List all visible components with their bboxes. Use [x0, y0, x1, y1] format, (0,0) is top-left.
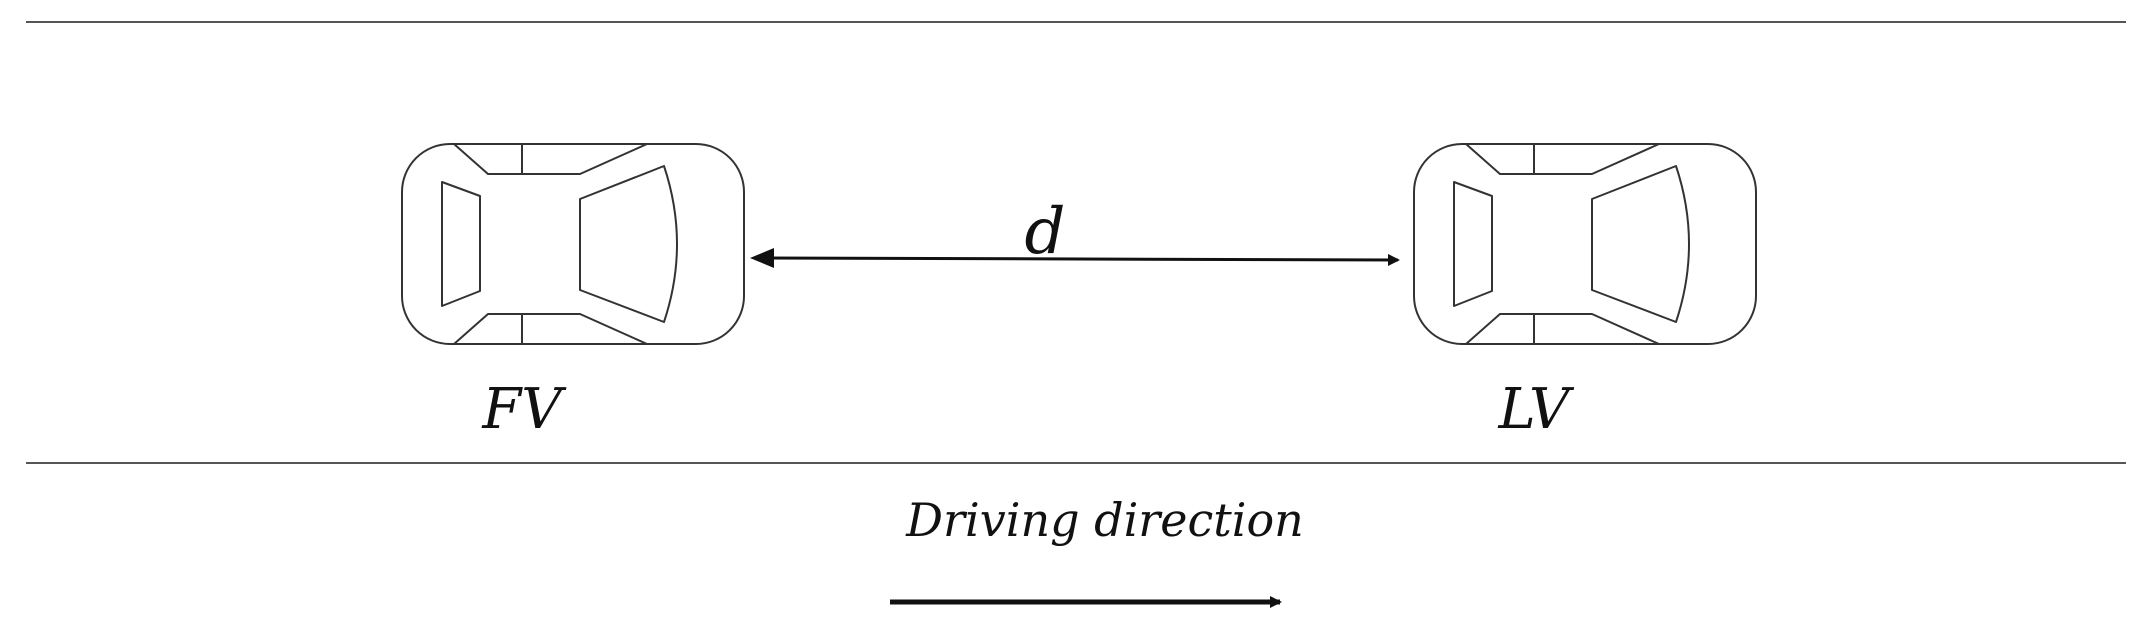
follower-label: FV — [481, 377, 567, 442]
leader-vehicle-icon — [1413, 143, 1757, 345]
gap-arrow — [759, 253, 1400, 266]
follower-vehicle-icon — [401, 143, 745, 345]
leader-label: LV — [1498, 377, 1576, 442]
direction-label: Driving direction — [905, 493, 1304, 547]
gap-arrow-left-head — [750, 248, 774, 268]
gap-label: d — [1025, 195, 1066, 269]
